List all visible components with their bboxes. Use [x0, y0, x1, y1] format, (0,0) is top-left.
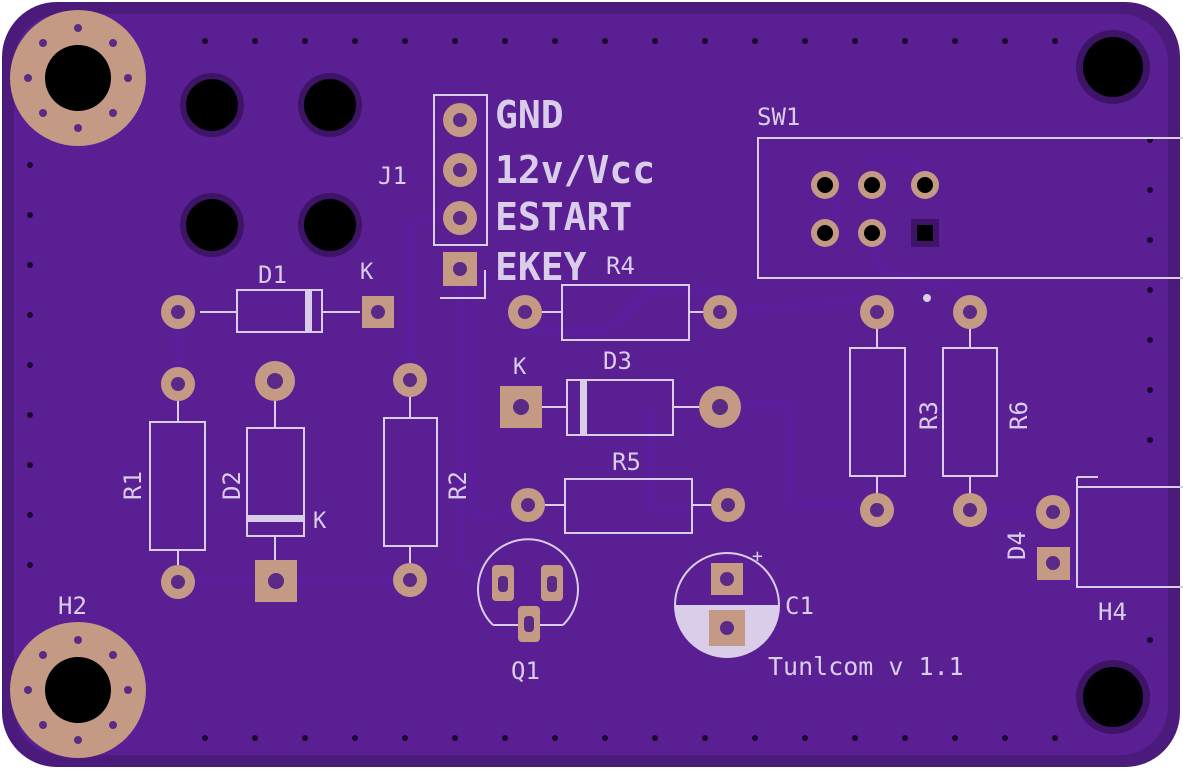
r3-resistor	[849, 295, 906, 527]
mounting-hole-h4	[1076, 660, 1150, 734]
d2-diode	[246, 361, 305, 602]
d2-designator: D2	[218, 471, 246, 500]
r2-designator: R2	[444, 471, 472, 500]
h2-designator: H2	[58, 592, 87, 620]
q1-transistor	[477, 538, 579, 642]
j1-header	[433, 94, 488, 299]
r1-resistor	[149, 367, 206, 599]
r5-resistor	[511, 478, 745, 534]
mounting-hole-top-left	[10, 10, 146, 146]
r6-resistor	[942, 295, 998, 527]
d2-cathode-mark: K	[313, 509, 327, 534]
mounting-hole-h2	[10, 622, 146, 758]
r1-designator: R1	[119, 471, 147, 500]
label-estart: ESTART	[495, 195, 632, 239]
d1-diode	[161, 289, 394, 333]
d3-designator: D3	[603, 347, 632, 375]
mounting-hole-top-right	[1076, 30, 1150, 104]
d4-designator: D4	[1003, 531, 1031, 560]
r4-resistor	[508, 284, 737, 341]
sw1-switch	[757, 137, 1183, 302]
c1-capacitor	[674, 552, 780, 658]
d3-cathode-mark: K	[513, 355, 527, 380]
edge-vias	[27, 38, 1153, 741]
r4-designator: R4	[606, 252, 635, 280]
r5-designator: R5	[612, 448, 641, 476]
label-gnd: GND	[495, 93, 564, 137]
copper-pour	[14, 14, 1168, 755]
d1-cathode-mark: K	[360, 260, 374, 285]
large-holes	[180, 73, 362, 257]
d4-led	[1036, 476, 1183, 588]
label-ekey: EKEY	[495, 245, 587, 289]
j1-designator: J1	[378, 162, 407, 190]
r6-designator: R6	[1005, 401, 1033, 430]
version-label: Tunlcom v 1.1	[768, 652, 964, 681]
h4-designator: H4	[1098, 598, 1127, 626]
r3-designator: R3	[915, 401, 943, 430]
label-12v-vcc: 12v/Vcc	[495, 148, 655, 192]
c1-designator: C1	[785, 592, 814, 620]
c1-plus-mark: +	[752, 546, 763, 567]
d3-diode	[500, 379, 741, 436]
d1-designator: D1	[258, 261, 287, 289]
q1-designator: Q1	[511, 657, 540, 685]
r2-resistor	[383, 363, 438, 597]
sw1-designator: SW1	[757, 103, 800, 131]
